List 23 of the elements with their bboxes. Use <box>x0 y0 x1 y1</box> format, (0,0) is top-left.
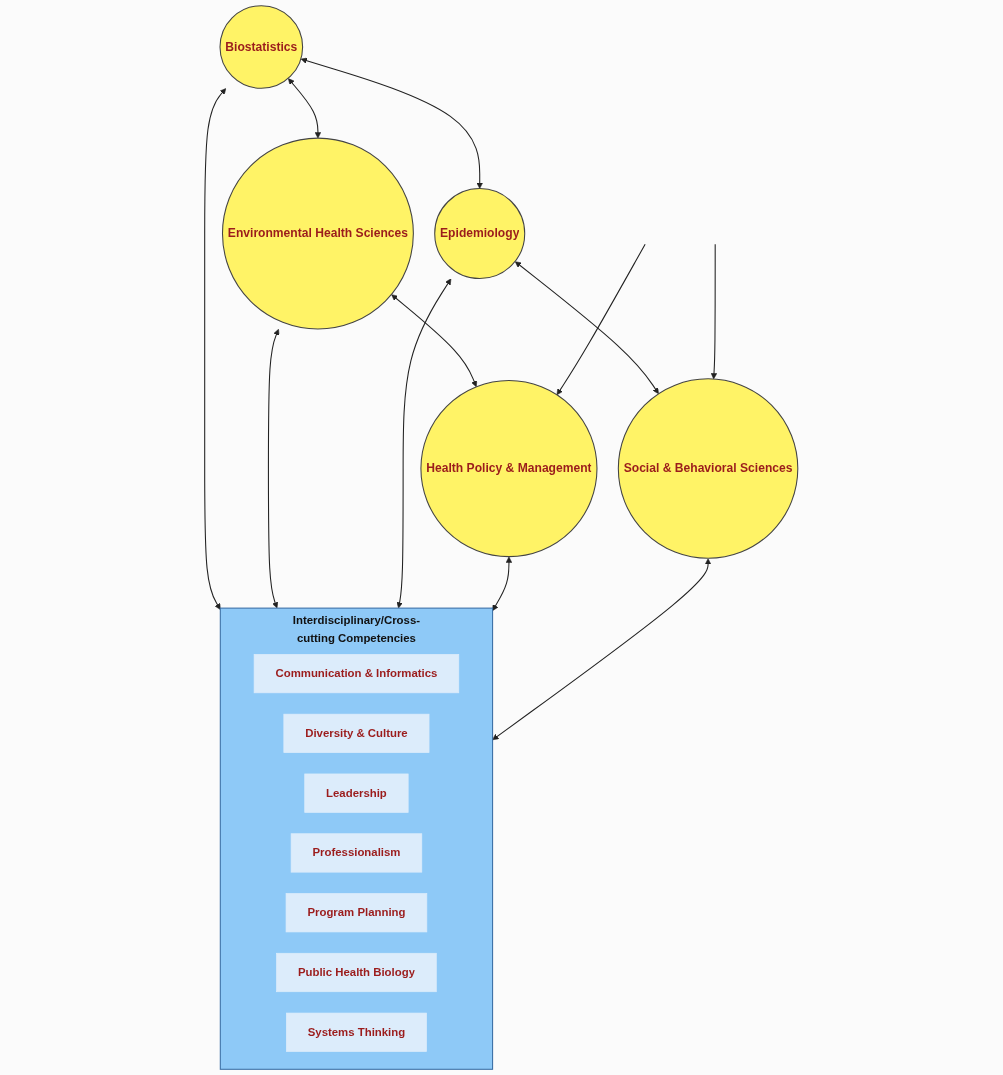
arrow <box>288 78 322 139</box>
arrow <box>391 294 478 388</box>
node-circle: Biostatistics <box>219 5 304 89</box>
arrow <box>492 556 513 611</box>
node-box: Communication & Informatics <box>254 654 460 694</box>
node-box: Systems Thinking <box>286 1012 428 1052</box>
node-circle: Health Policy & Management <box>420 380 598 558</box>
node-box: Public Health Biology <box>276 952 437 993</box>
node-box: Leadership <box>304 773 409 813</box>
arrow <box>268 329 280 609</box>
arrow <box>301 57 484 189</box>
node-box: Diversity & Culture <box>283 713 430 753</box>
node-circle: Social & Behavioral Sciences <box>618 378 799 559</box>
node-box: Program Planning <box>285 893 428 933</box>
node-circle: Environmental Health Sciences <box>222 137 415 330</box>
arrow <box>492 558 712 741</box>
node-box: Professionalism <box>291 833 423 873</box>
arrow <box>396 278 452 609</box>
arrow <box>515 261 660 394</box>
arrow <box>711 243 718 380</box>
node-circle: Epidemiology <box>434 188 526 280</box>
arrow <box>204 88 227 610</box>
arrow <box>556 243 646 396</box>
